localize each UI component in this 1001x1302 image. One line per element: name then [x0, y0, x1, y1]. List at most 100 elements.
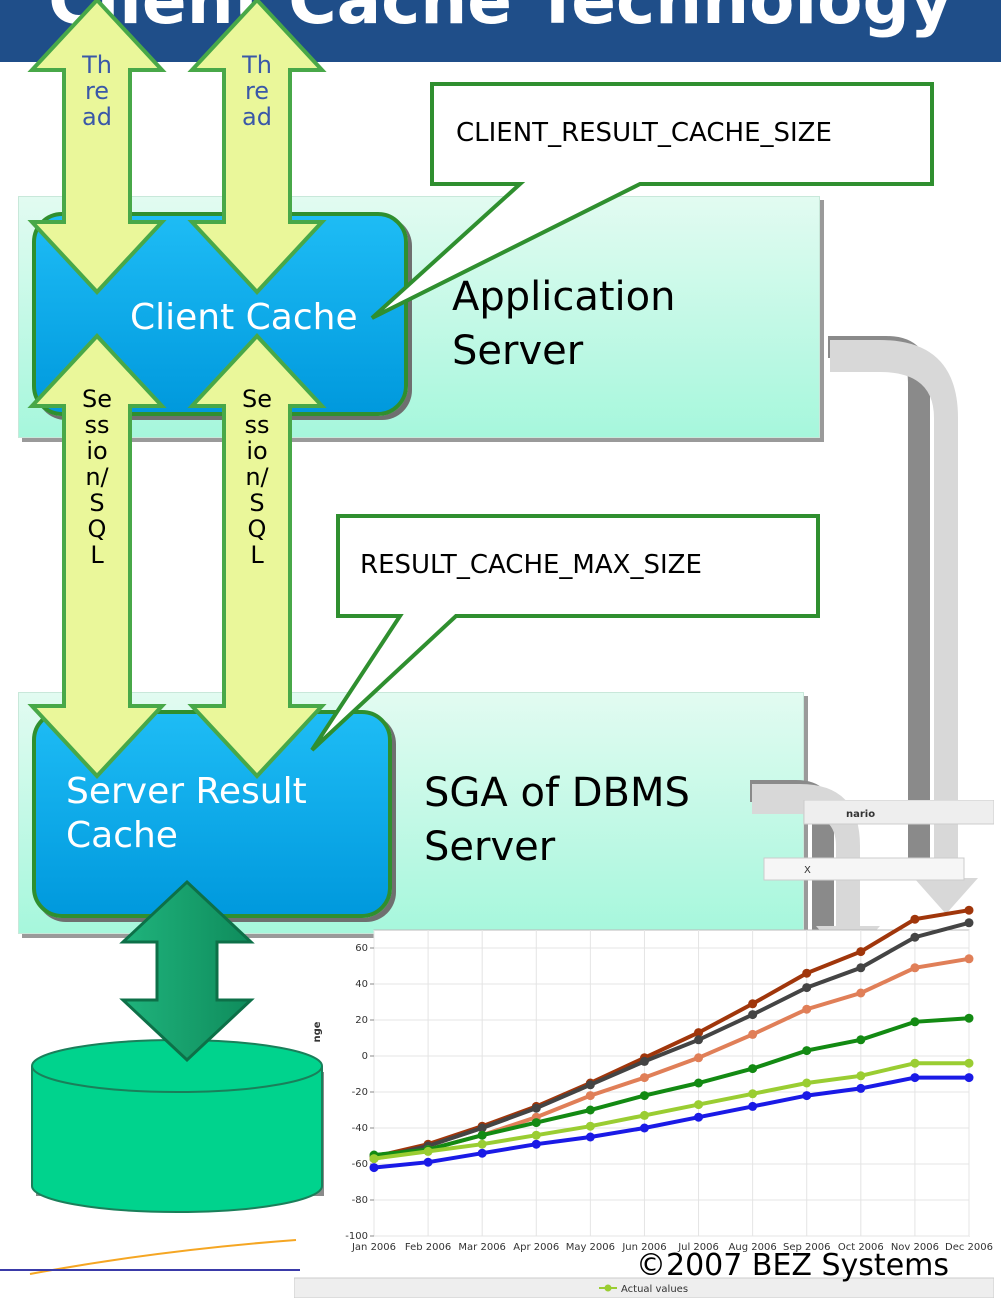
series-line-4 [373, 1016, 970, 1157]
x-tick-label: Jan 2006 [351, 1242, 396, 1253]
sga-label: SGA of DBMS Server [424, 770, 690, 870]
data-point [585, 1105, 595, 1115]
data-point [802, 983, 812, 993]
data-point [802, 1004, 812, 1014]
data-point [856, 1083, 866, 1093]
data-point [748, 1101, 758, 1111]
series-line-5 [373, 1061, 969, 1161]
data-point [748, 999, 758, 1009]
data-point [748, 1029, 758, 1039]
x-tick-label: Sep 2006 [783, 1242, 830, 1253]
data-point [477, 1130, 487, 1140]
data-point [694, 1053, 704, 1063]
data-point [639, 1123, 649, 1133]
x-tick-label: May 2006 [566, 1242, 615, 1253]
data-point [694, 1028, 704, 1038]
plot-area [373, 929, 970, 1237]
data-point [531, 1139, 541, 1149]
data-point [856, 947, 866, 957]
data-point [477, 1139, 487, 1149]
data-point [910, 914, 920, 924]
data-point [748, 1089, 758, 1099]
chart-header-strip [803, 799, 995, 825]
data-point [910, 963, 920, 973]
session-arrow-2 [187, 333, 327, 779]
y-tick-label: -80 [352, 1195, 368, 1206]
x-tick-label: Aug 2006 [729, 1242, 777, 1253]
thread-arrow-2 [187, 0, 327, 295]
chart-toolbar-text: X [804, 865, 811, 876]
client-cache-label: Client Cache [130, 297, 358, 338]
data-point [477, 1148, 487, 1158]
data-point [856, 988, 866, 998]
data-point [531, 1103, 541, 1113]
y-tick-label: 20 [355, 1015, 368, 1026]
curved-arrow-app [830, 340, 978, 914]
x-tick-label: Oct 2006 [838, 1242, 884, 1253]
database-connection-arrow [119, 879, 255, 1063]
data-point [369, 1154, 379, 1164]
y-tick-label: 40 [355, 979, 368, 990]
data-point [964, 918, 974, 928]
data-point [856, 1071, 866, 1081]
data-point [964, 1073, 974, 1083]
y-tick-label: -100 [345, 1231, 368, 1242]
y-tick-label: 60 [355, 943, 368, 954]
server-result-cache-label: Server Result Cache [66, 771, 307, 856]
data-point [423, 1157, 433, 1167]
data-point [531, 1118, 541, 1128]
session-arrow-1-label: Session/SQL [82, 385, 112, 569]
chart-header-text: nario [846, 809, 875, 820]
legend-label: Actual values [621, 1284, 688, 1295]
curved-arrow-app-shadow [828, 336, 930, 880]
data-point [694, 1035, 704, 1045]
data-point [802, 1091, 812, 1101]
database-body [31, 1066, 323, 1213]
x-tick-label: Jun 2006 [621, 1242, 666, 1253]
database-cylinder [31, 1039, 324, 1213]
decorative-lines [0, 1239, 300, 1275]
title-bar: Client Cache Technology [0, 0, 1001, 62]
thread-arrow-2-label: Thread [242, 51, 272, 131]
data-point [639, 1073, 649, 1083]
data-point [477, 1123, 487, 1133]
data-point [856, 1035, 866, 1045]
data-point [856, 963, 866, 973]
session-arrow-2-label: Session/SQL [242, 385, 272, 569]
data-point [964, 1013, 974, 1023]
x-tick-label: Dec 2006 [945, 1242, 993, 1253]
x-tick-label: Apr 2006 [513, 1242, 559, 1253]
data-point [748, 1064, 758, 1074]
data-point [531, 1130, 541, 1140]
callout-server-bubble [310, 514, 820, 752]
data-point [964, 905, 974, 915]
data-point [694, 1112, 704, 1122]
data-point [802, 1078, 812, 1088]
series-line-2 [373, 920, 970, 1161]
thread-arrow-1 [27, 0, 167, 295]
x-tick-label: Nov 2006 [891, 1242, 939, 1253]
y-tick-label: -60 [352, 1159, 368, 1170]
data-point [694, 1100, 704, 1110]
thread-arrow-1-label: Thread [82, 51, 112, 131]
data-point [639, 1056, 649, 1066]
orange-swoosh [29, 1239, 297, 1275]
legend-swatch-dot [604, 1284, 612, 1292]
y-axis-label: nge [312, 1021, 323, 1042]
y-tick-label: -20 [352, 1087, 368, 1098]
data-point [964, 1058, 974, 1068]
data-point [910, 1073, 920, 1083]
y-tick-label: -40 [352, 1123, 368, 1134]
chart-toolbar-strip [763, 857, 965, 881]
x-tick-label: Jul 2006 [677, 1242, 719, 1253]
data-point [910, 1058, 920, 1068]
data-point [910, 932, 920, 942]
copyright: ©2007 BEZ Systems [636, 1248, 950, 1283]
data-point [964, 954, 974, 964]
application-server-label: Application Server [452, 274, 676, 374]
data-point [802, 1046, 812, 1056]
data-point [369, 1163, 379, 1173]
